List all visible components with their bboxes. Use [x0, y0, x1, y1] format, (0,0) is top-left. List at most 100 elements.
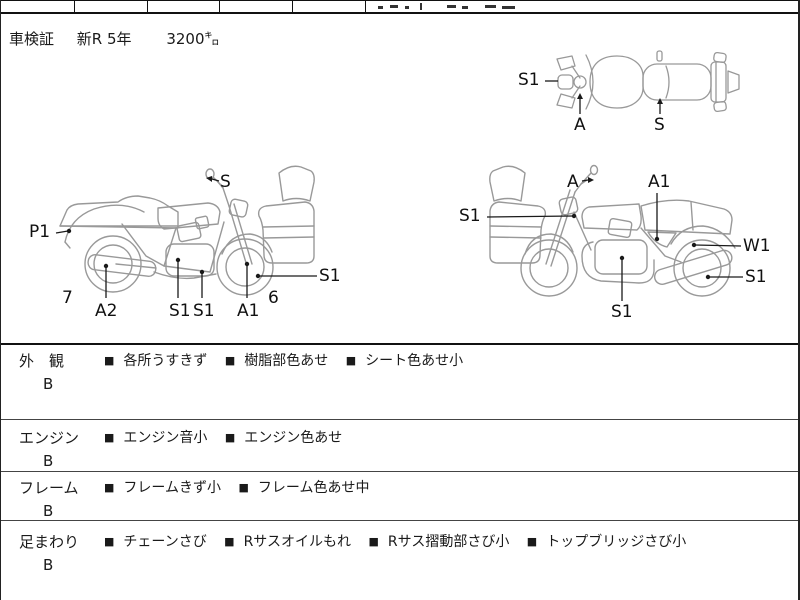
cutoff-text-fragment	[485, 5, 496, 8]
cutoff-text-fragment	[502, 6, 515, 9]
bullet-icon: ■	[368, 535, 379, 548]
top-table-cell	[148, 1, 220, 12]
registration-value: 新R 5年	[76, 30, 132, 48]
bullet-icon: ■	[224, 354, 236, 367]
defect-text: Rサス摺動部さび小	[387, 534, 510, 550]
top-table-cell	[366, 1, 798, 12]
defect-text: フレームきず小	[123, 480, 221, 496]
left-view-label-s: S	[220, 172, 231, 192]
defect-item: ■ 樹脂部色あせ	[225, 352, 328, 371]
vehicle-doc-label: 車検証	[9, 30, 55, 48]
defect-item: ■ Rサス摺動部さび小	[368, 533, 509, 552]
mileage-value: 3200㌔	[166, 30, 220, 48]
motorcycle-right-view: A A1 S1 W1 S1 S1	[441, 160, 786, 335]
condition-sections: 外 観 B ■各所うすきず ■樹脂部色あせ ■シート色あせ小 エンジン B ■エ…	[1, 343, 798, 599]
top-view-label-a: A	[574, 115, 586, 135]
bullet-icon: ■	[526, 535, 538, 548]
bullet-icon: ■	[345, 354, 357, 367]
left-view-label-7: 7	[62, 288, 73, 308]
cutoff-text-fragment	[405, 6, 409, 9]
defect-text: トップブリッジさび小	[546, 534, 687, 550]
cutoff-text-fragment	[420, 3, 422, 10]
right-view-label-w1: W1	[743, 236, 771, 256]
defect-item: ■ チェーンさび	[104, 533, 207, 552]
right-view-label-s1-engine: S1	[611, 302, 633, 322]
defect-item: ■ トップブリッジさび小	[527, 533, 686, 552]
bullet-icon: ■	[104, 535, 115, 548]
cutoff-text-fragment	[378, 6, 383, 9]
motorcycle-top-view: S1 A S	[516, 50, 746, 145]
defect-text: チェーンさび	[123, 534, 207, 550]
section-grade: B	[43, 556, 54, 574]
top-table-cell	[75, 1, 148, 12]
top-view-label-s1: S1	[518, 70, 540, 90]
bullet-icon: ■	[238, 481, 249, 494]
defect-text: Rサスオイルもれ	[243, 534, 352, 550]
top-view-label-s: S	[654, 115, 665, 135]
right-view-label-a1: A1	[648, 172, 671, 192]
defect-text: フレーム色あせ中	[257, 480, 370, 496]
top-table-cell	[220, 1, 293, 12]
left-view-label-p1: P1	[29, 222, 51, 242]
section-label-column: フレーム B	[1, 479, 104, 520]
left-view-label-6: 6	[268, 288, 279, 308]
leader-lines	[486, 177, 743, 301]
section-items: ■ フレームきず小 ■ フレーム色あせ中	[104, 479, 798, 520]
bullet-icon: ■	[224, 535, 235, 548]
section-engine: エンジン B ■ エンジン音小 ■ エンジン色あせ	[1, 420, 798, 472]
defect-text: エンジン色あせ	[244, 430, 343, 446]
left-view-label-s1-engine: S1	[169, 301, 191, 321]
motorcycle-left-view: S P1 7 A2 S1 S1 A1 6 S1	[26, 160, 356, 335]
motorcycle-right-view-drawing	[486, 164, 743, 301]
leader-lines	[545, 80, 663, 114]
cutoff-text-fragment	[390, 5, 398, 8]
section-grade: B	[43, 502, 54, 520]
section-frame: フレーム B ■ フレームきず小 ■ フレーム色あせ中	[1, 472, 798, 521]
section-grade: B	[43, 375, 54, 393]
left-view-label-a2: A2	[95, 301, 118, 321]
top-table-cell	[1, 1, 75, 12]
right-view-label-s1-front: S1	[459, 206, 481, 226]
top-table-row	[1, 0, 798, 14]
cutoff-text-fragment	[462, 6, 468, 9]
bullet-icon: ■	[224, 431, 236, 444]
defect-item: ■ 各所うすきず	[104, 352, 207, 371]
section-undercarriage: 足まわり B ■ チェーンさび ■ Rサスオイルもれ ■ Rサス摺動部さび小 ■ トップ…	[1, 521, 798, 599]
bullet-icon: ■	[104, 354, 115, 367]
vehicle-doc-line: 車検証 新R 5年 3200㌔	[9, 28, 220, 49]
section-label-column: エンジン B	[1, 429, 104, 471]
bullet-icon: ■	[104, 431, 115, 444]
motorcycle-left-view-drawing	[55, 165, 317, 298]
bullet-icon: ■	[104, 481, 115, 494]
cutoff-text-fragment	[447, 5, 456, 8]
section-items: ■ エンジン音小 ■ エンジン色あせ	[104, 429, 798, 471]
section-label: 足まわり	[19, 533, 80, 551]
section-label-column: 外 観 B	[1, 352, 104, 419]
top-table-cell	[293, 1, 366, 12]
defect-item: ■ フレーム色あせ中	[238, 479, 369, 498]
motorcycle-top-view-drawing	[545, 50, 740, 114]
leader-lines	[55, 176, 317, 298]
defect-text: エンジン音小	[123, 430, 208, 446]
left-view-label-s1-wheel: S1	[319, 266, 341, 286]
section-grade: B	[43, 452, 54, 470]
left-view-label-s1-frame: S1	[193, 301, 215, 321]
defect-text: シート色あせ小	[365, 353, 464, 369]
right-view-label-a: A	[567, 172, 579, 192]
defect-item: ■ エンジン音小	[104, 429, 207, 448]
defect-item: ■ シート色あせ小	[346, 352, 463, 371]
defect-item: ■ Rサスオイルもれ	[224, 533, 351, 552]
section-label: エンジン	[19, 429, 80, 447]
defect-item: ■ エンジン色あせ	[225, 429, 342, 448]
right-view-label-s1-wheel: S1	[745, 267, 767, 287]
left-view-label-a1: A1	[237, 301, 260, 321]
defect-item: ■ フレームきず小	[104, 479, 221, 498]
defect-text: 各所うすきず	[123, 353, 208, 369]
section-items: ■ チェーンさび ■ Rサスオイルもれ ■ Rサス摺動部さび小 ■ トップブリッジさび小	[104, 533, 798, 599]
section-label-column: 足まわり B	[1, 533, 104, 599]
section-exterior: 外 観 B ■ 各所うすきず ■ 樹脂部色あせ ■ シート色あせ小	[1, 345, 798, 420]
section-label: フレーム	[19, 479, 79, 497]
defect-text: 樹脂部色あせ	[244, 353, 329, 369]
section-items: ■ 各所うすきず ■ 樹脂部色あせ ■ シート色あせ小	[104, 352, 798, 419]
